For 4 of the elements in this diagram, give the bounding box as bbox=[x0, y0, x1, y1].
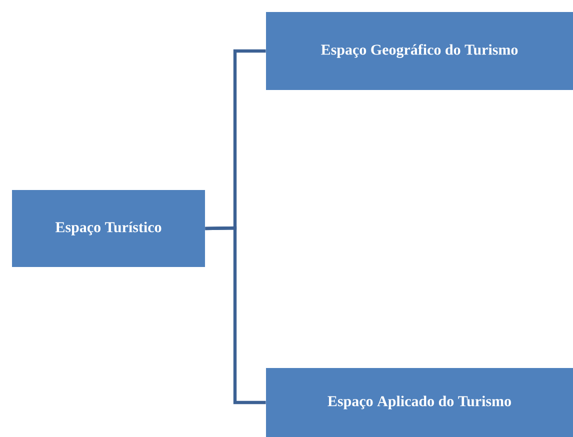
process-box: Espaço Aplicado do Turismo bbox=[266, 368, 573, 437]
process-box: Espaço Turístico bbox=[12, 190, 205, 267]
process-box: Espaço Geográfico do Turismo bbox=[266, 12, 573, 90]
connector-line bbox=[205, 226, 266, 404]
